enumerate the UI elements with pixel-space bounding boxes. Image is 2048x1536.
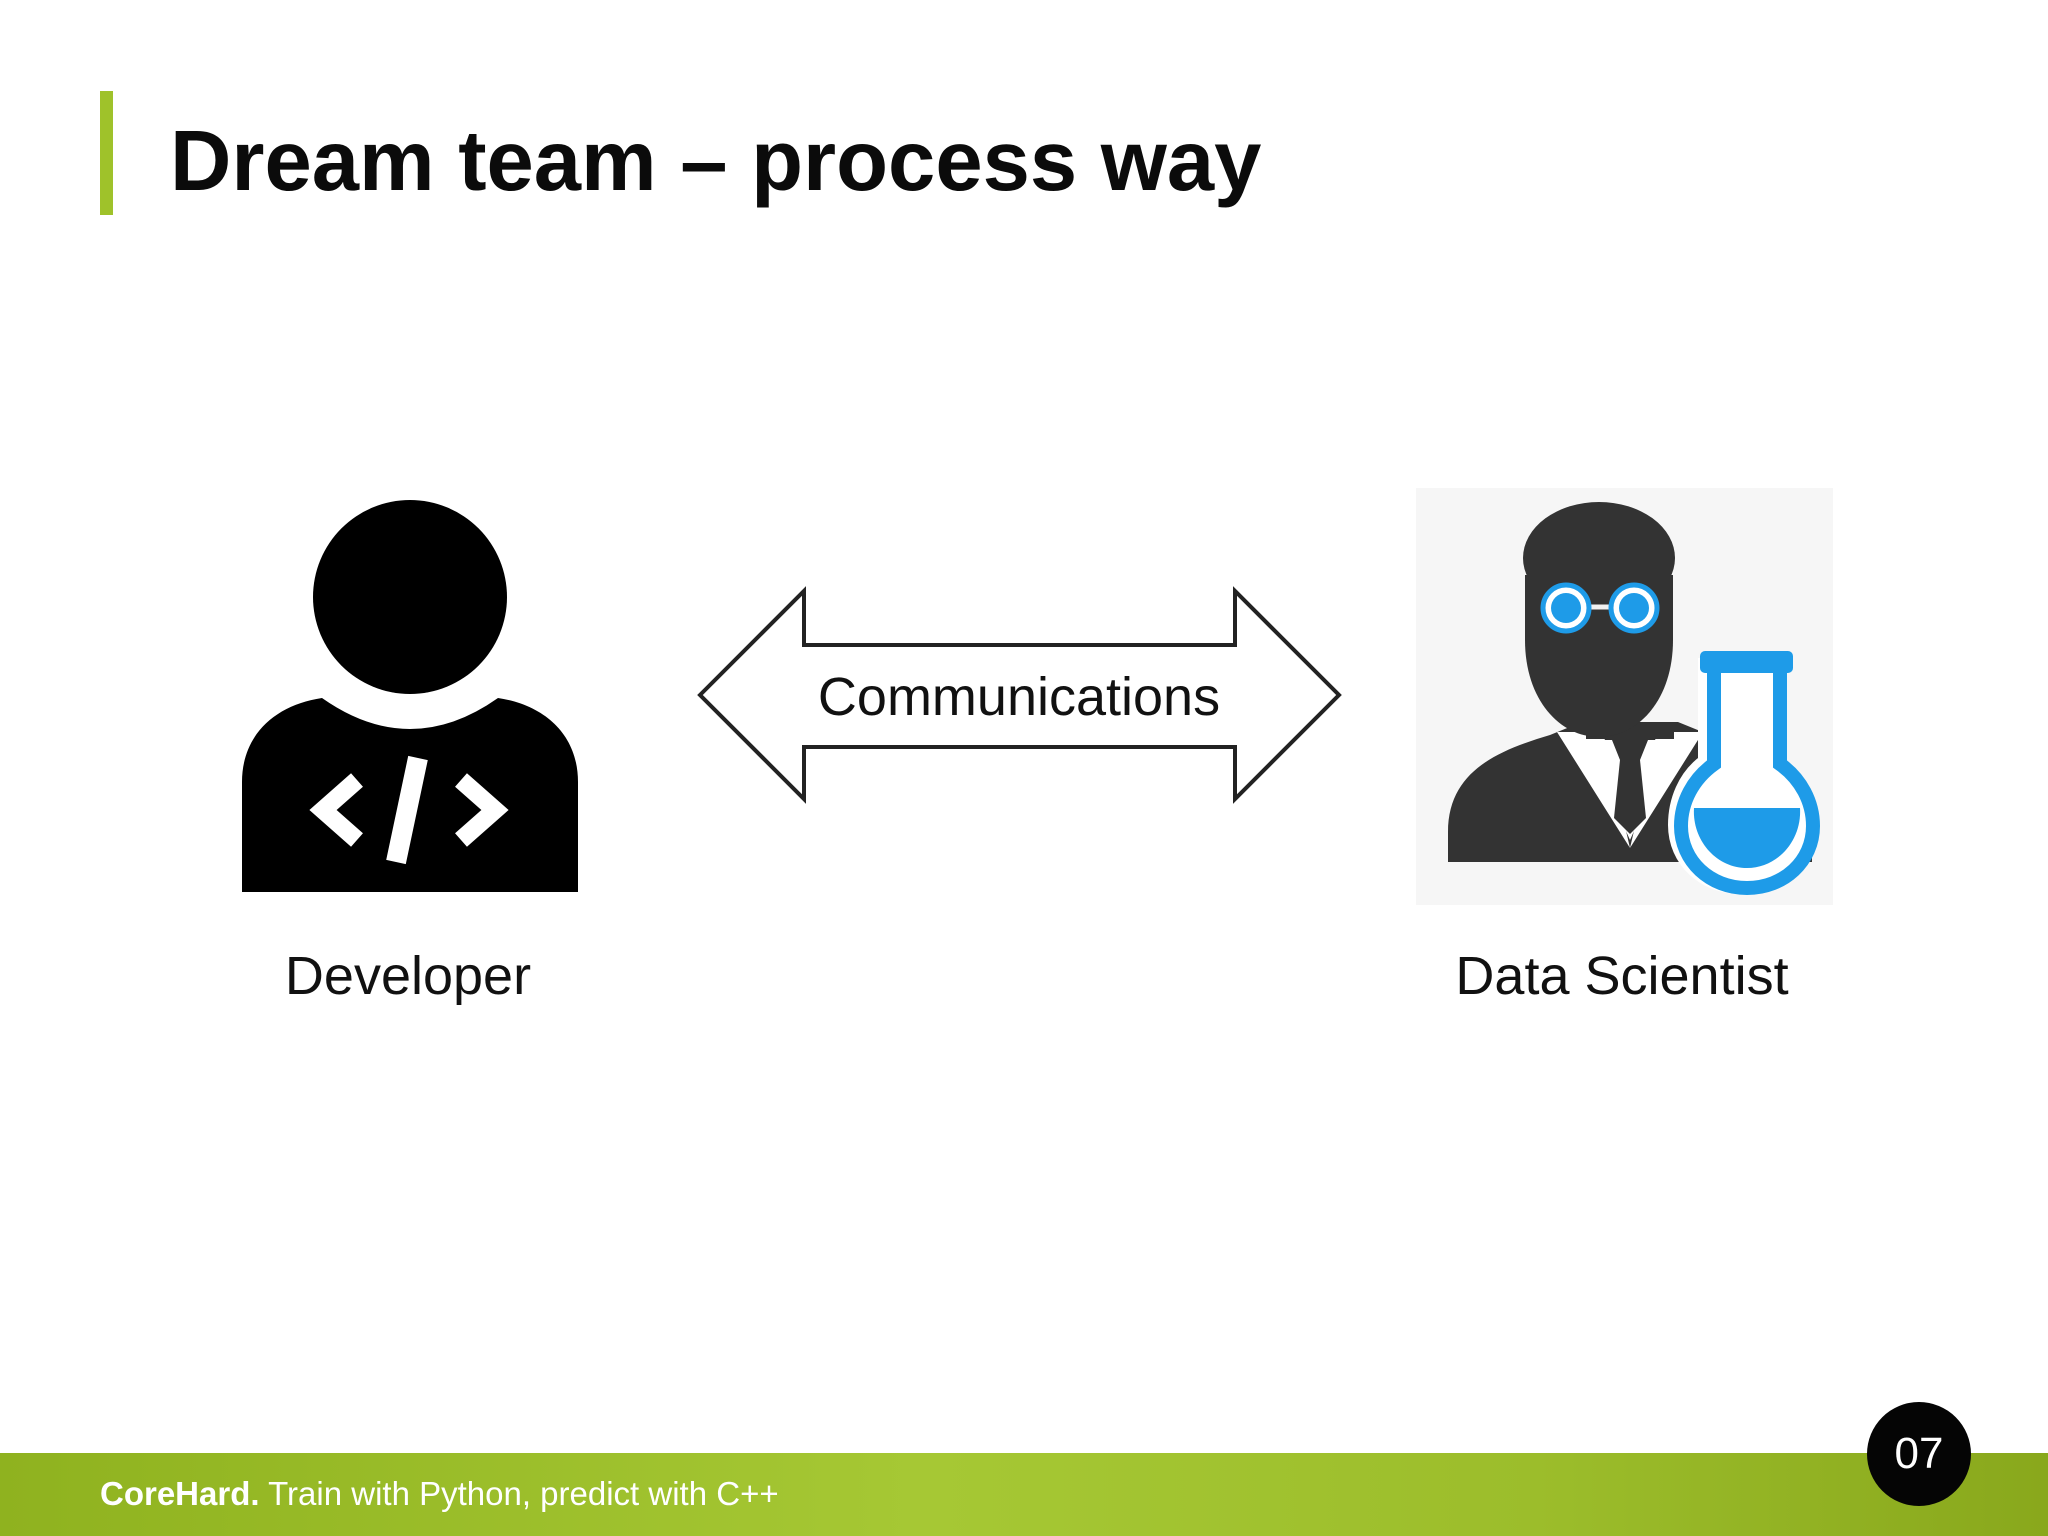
footer-brand: CoreHard. <box>100 1475 260 1512</box>
footer-bar <box>0 1453 2048 1536</box>
developer-code-person-icon <box>242 500 578 892</box>
communications-double-arrow <box>697 586 1342 804</box>
footer-tagline: Train with Python, predict with C++ <box>259 1475 779 1512</box>
scientist-with-flask-icon <box>1416 488 1833 905</box>
developer-label: Developer <box>285 946 531 1006</box>
page-number-badge: 07 <box>1867 1402 1971 1506</box>
data-scientist-label: Data Scientist <box>1455 946 1788 1006</box>
communications-label: Communications <box>818 667 1220 727</box>
footer-text: CoreHard. Train with Python, predict wit… <box>100 1474 779 1514</box>
slide-title: Dream team – process way <box>170 114 1262 209</box>
title-accent-bar <box>100 91 113 215</box>
